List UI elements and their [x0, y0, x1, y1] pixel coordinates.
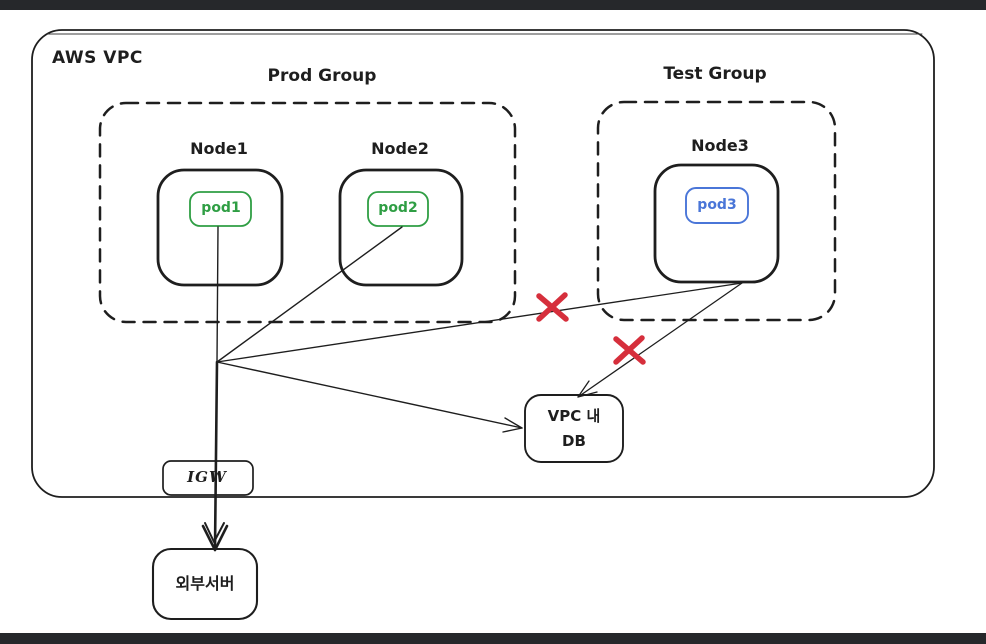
node2-box: [338, 168, 464, 287]
blocked-x-node3-db: [613, 335, 646, 365]
node2-label: Node2: [371, 139, 429, 158]
pod1-box: [189, 191, 252, 227]
node1-label: Node1: [190, 139, 248, 158]
bottom-frame-bar: [0, 633, 986, 644]
vpc-db-label: VPC 내 DB: [525, 400, 623, 458]
prod-group-label: Prod Group: [267, 66, 377, 86]
vpc-db-label-line2: DB: [562, 432, 586, 450]
prod-group-box: [98, 101, 517, 324]
igw-box: [162, 460, 254, 496]
edge-node3-to-junction-blocked: [216, 282, 743, 363]
pod2-label: pod2: [378, 200, 418, 216]
igw-label: IGW: [187, 468, 227, 486]
external-server-box: [151, 547, 259, 621]
edge-pod2-to-junction: [216, 226, 403, 363]
node3-label: Node3: [691, 136, 749, 155]
vpc-db-label-line1: VPC 내: [547, 406, 601, 425]
aws-vpc-label: AWS VPC: [52, 48, 143, 68]
node1-box: [156, 168, 284, 287]
external-server-label: 외부서버: [175, 574, 235, 593]
edge-node3-to-db-blocked: [577, 282, 743, 398]
pod2-box: [367, 191, 429, 227]
edge-junction-to-external-arrow: [201, 360, 229, 552]
test-group-label: Test Group: [663, 64, 767, 84]
pod3-box: [685, 187, 749, 224]
test-group-box: [596, 100, 837, 322]
edge-pod1-to-junction: [216, 226, 219, 363]
blocked-x-node3-junction: [536, 292, 569, 322]
node3-box: [653, 163, 780, 284]
top-frame-bar: [0, 0, 986, 10]
pod1-label: pod1: [201, 200, 241, 216]
aws-vpc-box: [31, 29, 935, 498]
pod3-label: pod3: [697, 197, 737, 213]
edge-junction-to-db-arrow: [216, 361, 523, 433]
vpc-db-box: [524, 394, 624, 463]
